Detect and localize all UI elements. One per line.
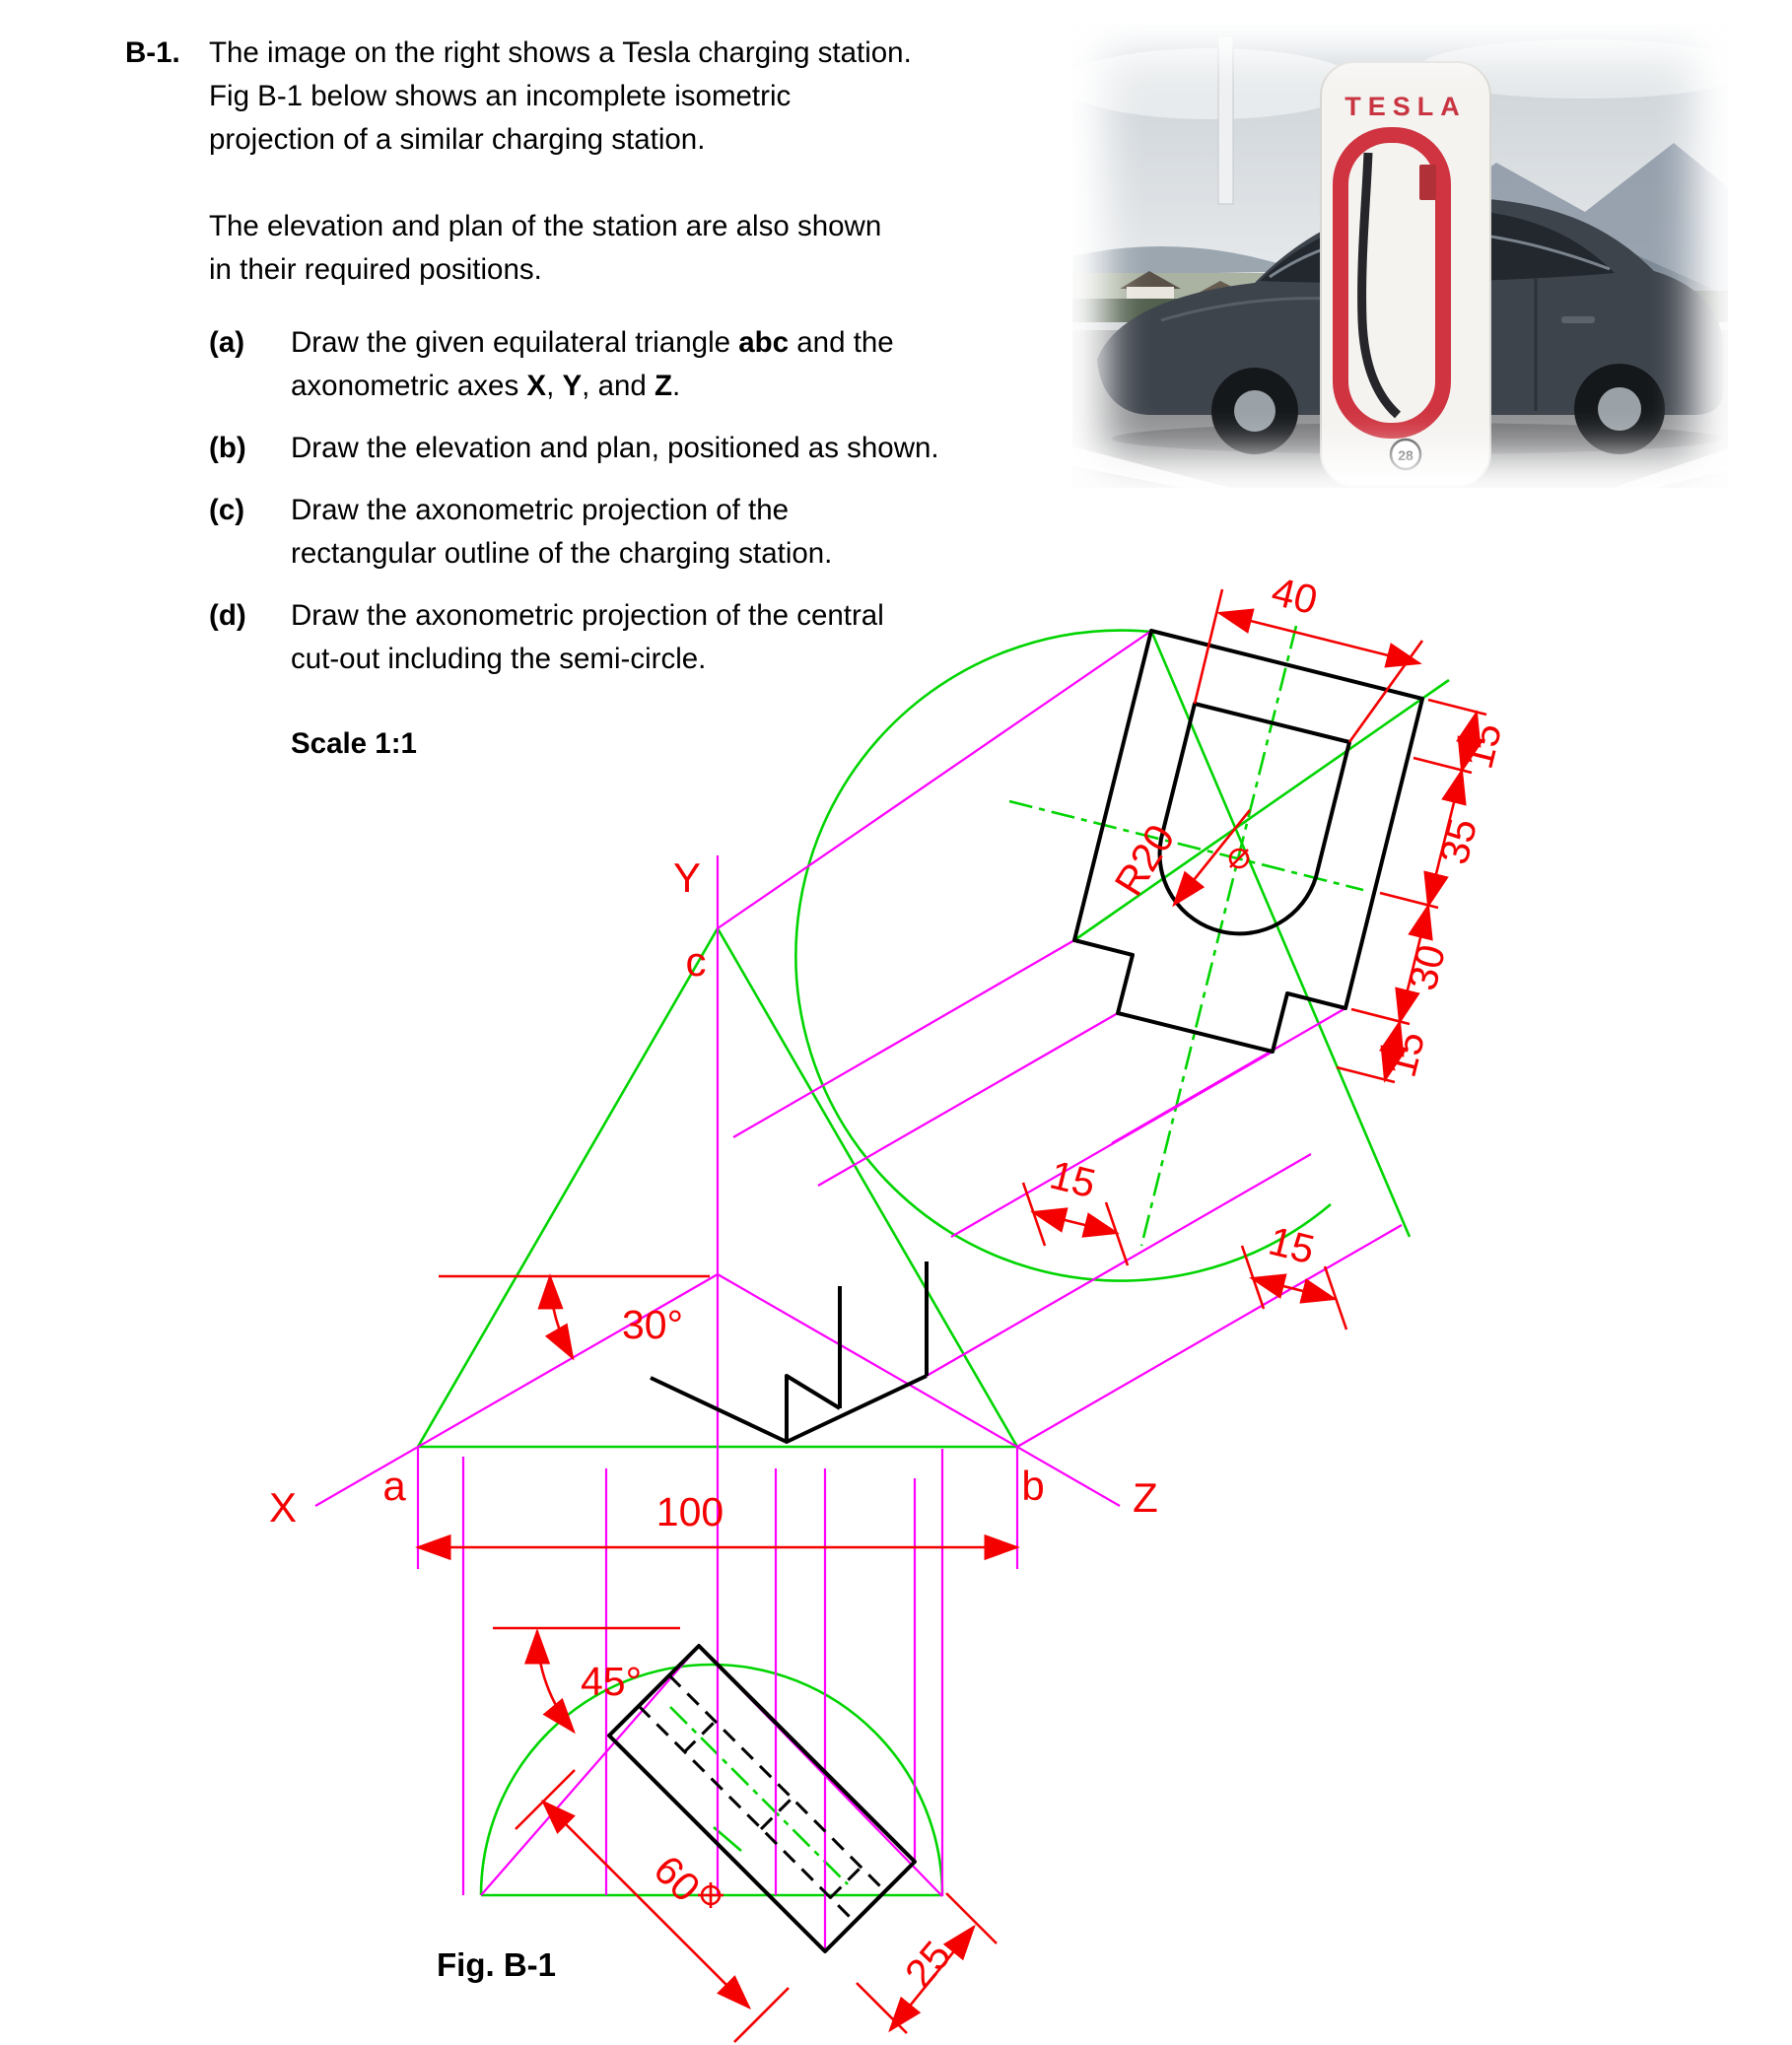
plan-centre-lines (1008, 625, 1364, 1247)
car-hood-line (1160, 297, 1330, 322)
elevation-rabatment-lines (480, 1645, 943, 1897)
item-c-line-2: rectangular outline of the charging stat… (291, 537, 833, 570)
plan-view (1072, 629, 1424, 1054)
item-a-text-post: and the (789, 326, 894, 359)
tesla-logo-text: TESLA (1344, 92, 1467, 121)
angle-30: 30° (439, 1273, 710, 1361)
plan-diagonals (1073, 630, 1450, 1238)
hills-left (1072, 246, 1309, 276)
question-number: B-1. (125, 36, 180, 69)
z-axis-line (717, 1273, 1121, 1507)
stall-badge (1389, 438, 1422, 471)
dim-plan-side-chain: 15 35 30 15 (1336, 698, 1511, 1084)
bold-z: Z (654, 370, 673, 402)
dim-elev-25: 25 (856, 1892, 998, 2034)
light-pole (1217, 35, 1234, 205)
item-a-bold-abc: abc (738, 326, 790, 359)
house-roof (1120, 271, 1181, 289)
dim-text-notch-mid: 15 (1265, 1218, 1319, 1273)
intro-line-1: The image on the right shows a Tesla cha… (209, 36, 912, 69)
warning-sticker (1419, 165, 1436, 200)
parking-line (1072, 446, 1230, 488)
item-d-line-1: Draw the axonometric projection of the c… (291, 599, 884, 632)
item-c-tag: (c) (209, 494, 245, 526)
label-axis-x: X (269, 1484, 297, 1531)
dim-text-35: 35 (1431, 814, 1486, 868)
intro-line-2: Fig B-1 below shows an incomplete isomet… (209, 80, 792, 112)
axonometric-partial (650, 1261, 929, 1444)
bold-y: Y (562, 370, 583, 402)
intro-line-4: The elevation and plan of the station ar… (209, 210, 882, 242)
dim-notch-mid-15: 15 (1240, 1218, 1348, 1330)
plan-projection-lines (717, 630, 1403, 1448)
car-door-handle (1561, 316, 1595, 323)
label-vertex-a: a (382, 1463, 406, 1509)
bold-x: X (526, 370, 547, 402)
car-front-rim (1234, 390, 1275, 432)
dim-text-notch-left: 15 (1046, 1152, 1100, 1207)
stall-badge-number: 28 (1398, 447, 1413, 463)
scale-note: Scale 1:1 (291, 727, 417, 760)
dim-text-r20: R20 (1106, 816, 1184, 903)
parking-line (1613, 448, 1728, 488)
car-rear-rim (1598, 387, 1641, 431)
dim-notch-left-15: 15 (1021, 1152, 1130, 1266)
elevation-centre-mark (698, 1882, 724, 1908)
item-a-tag: (a) (209, 326, 245, 359)
figure-caption: Fig. B-1 (437, 1946, 556, 1983)
dim-base-100: 100 (415, 1489, 1020, 1561)
supercharger-pillar: TESLA 28 (1320, 61, 1491, 487)
dim-text-30: 30 (1400, 940, 1455, 994)
item-d-line-2: cut-out including the semi-circle. (291, 643, 707, 675)
plan-outline (1072, 629, 1424, 1054)
plan-cutout (1157, 702, 1351, 936)
item-a-line-2: axonometric axes X, Y, and Z. (291, 370, 681, 402)
item-a-text: Draw the given equilateral triangle (291, 326, 739, 359)
item-b-line-1: Draw the elevation and plan, positioned … (291, 432, 939, 464)
charging-cable (1357, 152, 1402, 419)
axonometric-axes (314, 855, 1121, 1895)
dim-text-100: 100 (656, 1489, 724, 1534)
label-axis-y: Y (673, 854, 701, 901)
intro-line-3: projection of a similar charging station… (209, 123, 706, 156)
axis-and-vertex-labels: Y c X a b Z (269, 854, 1158, 1531)
dim-text-30deg: 30° (622, 1302, 683, 1347)
angle-45: 45° (493, 1626, 680, 1735)
intro-line-5: in their required positions. (209, 253, 542, 286)
cloud (1072, 48, 1358, 119)
red-loop (1333, 127, 1451, 439)
item-a-line-1: Draw the given equilateral triangle abc … (291, 325, 894, 360)
item-c-line-1: Draw the axonometric projection of the (291, 494, 790, 526)
dim-plan-width-40: 40 (1193, 569, 1424, 743)
label-vertex-c: c (686, 938, 707, 985)
dim-text-45deg: 45° (581, 1659, 642, 1704)
plan-rabatment-arc (794, 629, 1332, 1282)
dim-text-25: 25 (896, 1933, 960, 1997)
item-d-tag: (d) (209, 599, 246, 632)
x-axis-line (314, 1273, 719, 1507)
photo-illustration: TESLA 28 (1072, 25, 1728, 488)
plan-centre-mark (1228, 848, 1250, 869)
dim-elev-60: 60 (515, 1769, 790, 2043)
dim-text-15-bottom: 15 (1379, 1027, 1434, 1081)
elevation-view (607, 1644, 917, 1953)
item-b-tag: (b) (209, 432, 246, 464)
dim-text-60: 60 (646, 1847, 710, 1911)
dim-text-15-top: 15 (1456, 718, 1511, 773)
cloud (1417, 39, 1728, 99)
dim-text-40: 40 (1268, 569, 1322, 624)
label-axis-z: Z (1133, 1474, 1158, 1521)
tesla-charging-station-photo: TESLA 28 (1072, 25, 1728, 488)
elevation-outline (607, 1644, 917, 1953)
label-vertex-b: b (1021, 1463, 1044, 1509)
